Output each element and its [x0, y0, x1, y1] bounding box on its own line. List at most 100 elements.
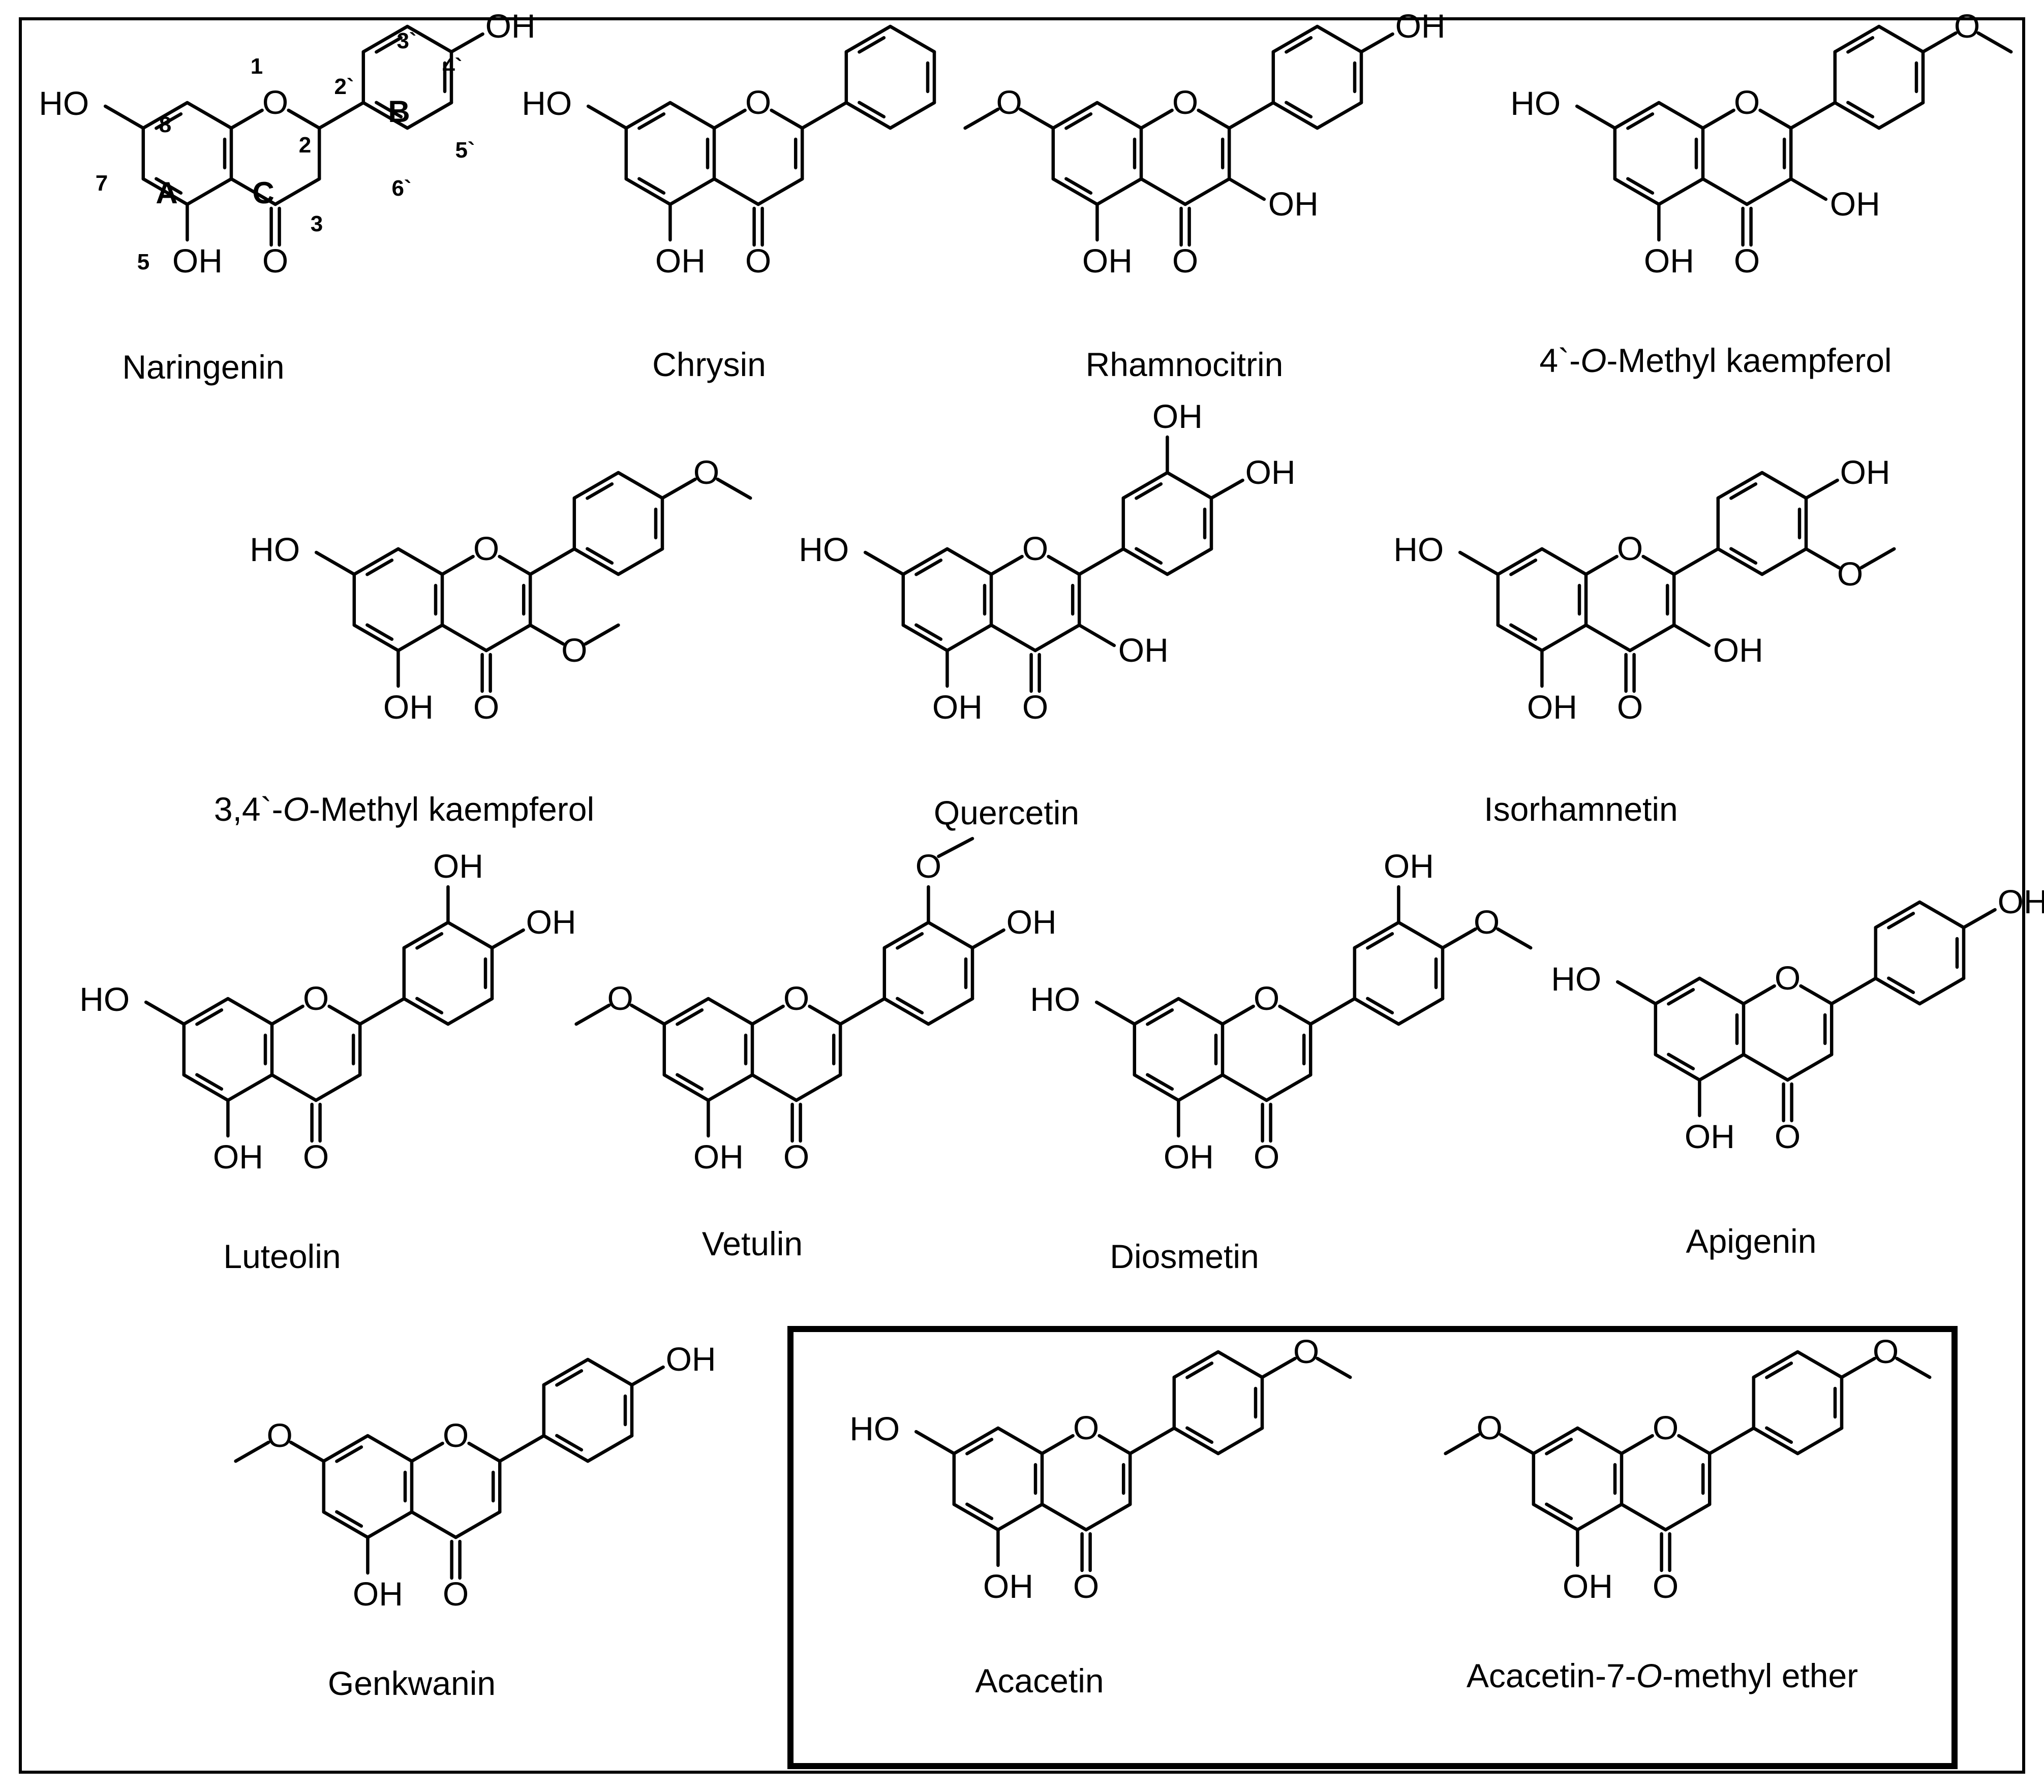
ring-c-bond [287, 108, 321, 130]
ring-c-bond [1786, 1053, 1834, 1082]
ring-oxygen: O [783, 979, 809, 1017]
ring-c-bond [808, 1004, 842, 1026]
c7-hydroxyl: HO [39, 84, 89, 122]
methyl-bond [1496, 927, 1533, 950]
c5-hydroxyl: OH [1164, 1138, 1214, 1176]
compound-name-part: -Methyl kaempferol [1606, 342, 1892, 379]
methyl-bond [1976, 31, 2013, 54]
ring-oxygen: O [1653, 1409, 1679, 1446]
inter-ring-bond [1829, 976, 1878, 1006]
c7-bond [1499, 1433, 1536, 1456]
ring-a-bond [182, 997, 230, 1026]
ring-c-bond [229, 108, 264, 130]
compound-name: Quercetin [934, 794, 1079, 831]
c5-hydroxyl: OH [353, 1575, 403, 1613]
ring-c-bond [989, 554, 1024, 576]
ring-b-bond [1271, 24, 1319, 54]
ring-a-bond [1133, 1073, 1180, 1102]
ring-b-bond [542, 1434, 590, 1463]
ring-b-bond [1353, 997, 1400, 1026]
double-bond [914, 559, 943, 576]
double-bond [1135, 547, 1163, 565]
ring-b-bond [1877, 101, 1925, 130]
ring-a-bond [1051, 177, 1099, 206]
double-bond [1626, 112, 1655, 130]
ring-a-bond [662, 1073, 710, 1102]
position-number: 8 [159, 112, 171, 137]
ring-b-bond [406, 24, 453, 54]
inter-ring-bond [1308, 997, 1357, 1026]
ring-b-bond [1752, 1426, 1799, 1456]
carbonyl-oxygen: O [1254, 1138, 1279, 1176]
ring-b-bond [927, 997, 974, 1026]
c7-hydroxyl: HO [849, 1410, 900, 1447]
c3-bond [1789, 177, 1828, 201]
c7-bond [1458, 550, 1500, 576]
compound-name: Acacetin-7-O-methyl ether [1467, 1657, 1858, 1694]
c7-hydroxyl: HO [1030, 980, 1080, 1018]
ring-c-bond [770, 108, 804, 130]
c4p-bond [1804, 478, 1839, 500]
ring-c-bond [273, 177, 321, 206]
double-bond [195, 1073, 224, 1091]
ring-b-bond [1918, 900, 1966, 930]
double-bond [1146, 1008, 1174, 1026]
double-bond [555, 1434, 584, 1451]
ring-b-bond [361, 101, 409, 130]
c3-methoxy-oxygen: O [561, 631, 587, 669]
ring-b-bond [1216, 1426, 1264, 1456]
methyl-bond [716, 477, 752, 500]
c4p-bond [630, 1365, 665, 1387]
ring-label: B [388, 95, 410, 129]
ring-a-bond [668, 101, 716, 130]
c7-bond [144, 1000, 186, 1026]
c3p-hydroxyl: OH [1152, 397, 1203, 435]
carbonyl-oxygen: O [1653, 1567, 1679, 1605]
ring-c-bond [1221, 1073, 1268, 1102]
double-bond [155, 177, 183, 195]
ring-c-bond [440, 554, 475, 576]
compound-name: 3,4`-O-Methyl kaempferol [214, 790, 594, 828]
ring-c-bond [270, 1004, 304, 1026]
ring-a-bond [182, 1073, 230, 1102]
ring-c-bond [1641, 554, 1676, 576]
ring-c-bond [1677, 1434, 1712, 1456]
ring-a-bond [396, 623, 444, 653]
compound-name-part: O [1580, 342, 1606, 379]
methyl-bond [234, 1440, 270, 1463]
c7-hydroxyl: HO [1551, 960, 1601, 998]
c7-hydroxyl: HO [522, 84, 572, 122]
ring-a-bond [1496, 623, 1544, 653]
double-bond [965, 1438, 994, 1456]
ring-c-bond [1197, 108, 1231, 130]
c5-hydroxyl: OH [1082, 242, 1133, 280]
c3p-methoxy-oxygen: O [916, 847, 941, 885]
compound-name: Acacetin [975, 1662, 1104, 1700]
ring-c-bond [1139, 108, 1174, 130]
ring-c-bond [1620, 1434, 1654, 1456]
c7-bond [863, 550, 905, 576]
ring-b-bond [882, 997, 930, 1026]
ring-b-bond [882, 920, 930, 950]
ring-a-bond [624, 177, 672, 206]
double-bond [858, 101, 886, 118]
c7-hydroxyl: HO [799, 531, 849, 568]
double-bond [637, 177, 666, 195]
ring-oxygen: O [1775, 959, 1801, 997]
c4p-hydroxyl: OH [1998, 883, 2044, 920]
double-bond [415, 932, 444, 950]
position-number: 2` [334, 74, 354, 99]
highlight-box [787, 1326, 1958, 1769]
ring-a-bond [1496, 547, 1544, 576]
methyl-bond [1895, 1356, 1932, 1379]
outer-frame [19, 17, 2025, 1774]
ring-c-bond [750, 1073, 798, 1102]
double-bond [1366, 932, 1394, 950]
compound-name-part: 4`- [1539, 342, 1580, 379]
c4p-bond [490, 928, 525, 950]
c3-bond [1227, 177, 1266, 201]
double-bond [676, 1008, 704, 1026]
c7-methoxy-oxygen: O [607, 979, 633, 1017]
double-bond [415, 997, 444, 1014]
